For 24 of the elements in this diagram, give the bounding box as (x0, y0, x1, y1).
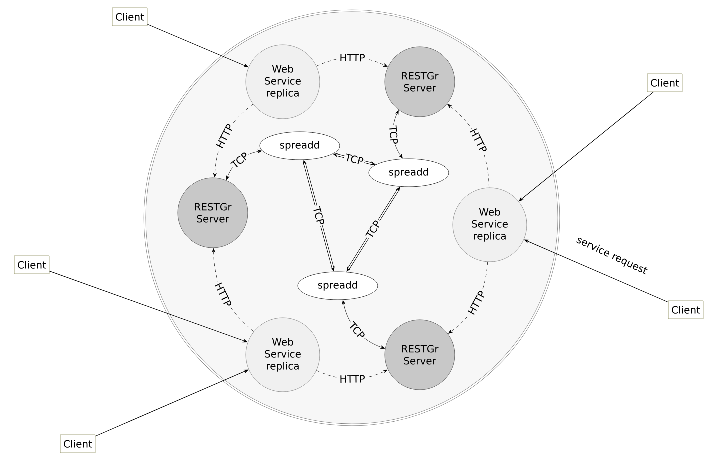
client-box: Client (668, 300, 704, 320)
edge-label: HTTP (338, 53, 366, 63)
edge-label: TCP (346, 320, 368, 342)
edge-label: HTTP (466, 288, 488, 318)
edge-label: TCP (388, 124, 400, 146)
edge-label: TCP (312, 204, 326, 228)
client-box: Client (60, 434, 96, 454)
arrow (333, 154, 376, 166)
arrow (303, 160, 335, 272)
edge-label: HTTP (214, 122, 236, 151)
edge-label: TCP (364, 218, 384, 241)
arrow (346, 187, 400, 272)
edge-label: HTTP (213, 280, 234, 310)
client-box: Client (647, 74, 683, 92)
arrow (226, 150, 262, 180)
arrow (448, 104, 490, 188)
edge-label: TCP (343, 152, 366, 167)
arrow (49, 271, 248, 343)
arrow (212, 248, 254, 332)
client-box: Client (14, 256, 50, 274)
edge-label: TCP (229, 150, 252, 171)
client-box: Client (112, 8, 148, 26)
arrow (393, 110, 403, 159)
arrow (342, 300, 386, 350)
